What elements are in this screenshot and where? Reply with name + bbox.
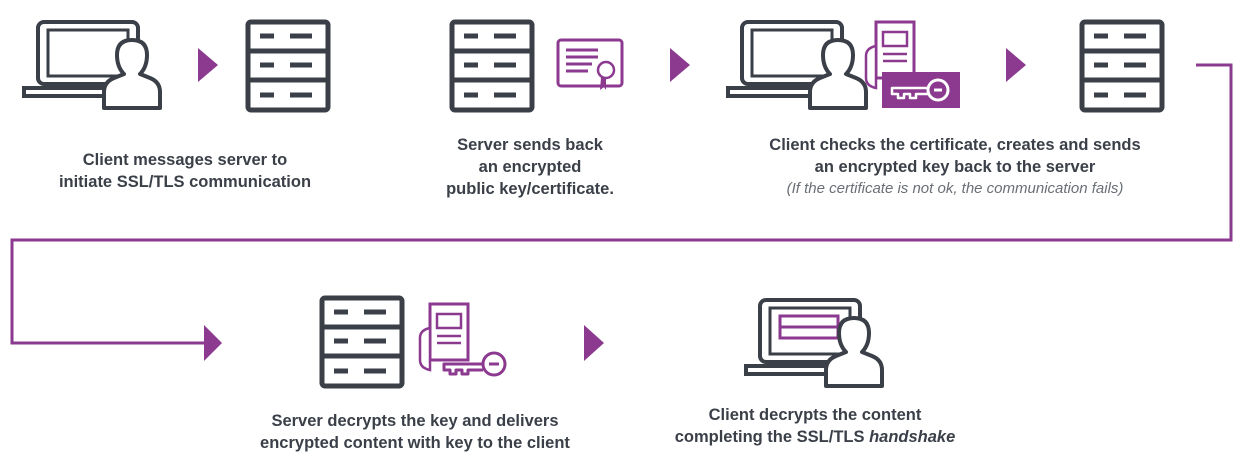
user-icon [808,38,868,110]
arrow-right-icon [198,48,218,82]
arrow-right-icon [204,325,222,361]
step2-icons [452,22,624,110]
step1-caption: Client messages server to initiate SSL/T… [20,149,350,193]
caption-line: an encrypted [478,158,582,176]
document-icon [418,302,470,372]
caption-line: Client messages server to [82,151,288,169]
caption-emphasis: handshake [869,428,956,446]
arrow-right-icon [584,325,604,361]
step1-icons [22,22,328,110]
step5-icons [744,298,884,388]
certificate-icon [556,38,624,92]
step3-caption: Client checks the certificate, creates a… [705,134,1205,200]
step2-caption: Server sends back an encrypted public ke… [410,134,650,200]
arrow-right-icon [670,48,690,82]
caption-line: Server decrypts the key and delivers [271,412,559,430]
step4-caption: Server decrypts the key and delivers enc… [205,410,625,454]
caption-line: Server sends back [457,136,603,154]
step3-icons [726,20,960,110]
caption-line: an encrypted key back to the server [814,158,1096,176]
caption-line: public key/certificate. [446,180,614,198]
server-icon [452,22,532,110]
step5-caption: Client decrypts the content completing t… [635,404,995,448]
arrow-right-icon [1006,48,1026,82]
step4-icons [322,298,507,386]
caption-line: initiate SSL/TLS communication [58,173,312,191]
key-icon [882,72,960,108]
server-icon [248,22,328,110]
caption-line: encrypted content with key to the client [260,434,570,452]
caption-line-2: completing the SSL/TLS handshake [635,426,995,448]
server-icon [1082,22,1162,110]
caption-text: completing the SSL/TLS [674,428,870,446]
user-icon [102,38,162,110]
caption-line: Client checks the certificate, creates a… [769,136,1141,154]
flow-connector-line [10,63,1233,345]
server-icon [322,298,402,386]
caption-note: (If the certificate is not ok, the commu… [786,180,1124,197]
caption-line: Client decrypts the content [708,406,922,424]
